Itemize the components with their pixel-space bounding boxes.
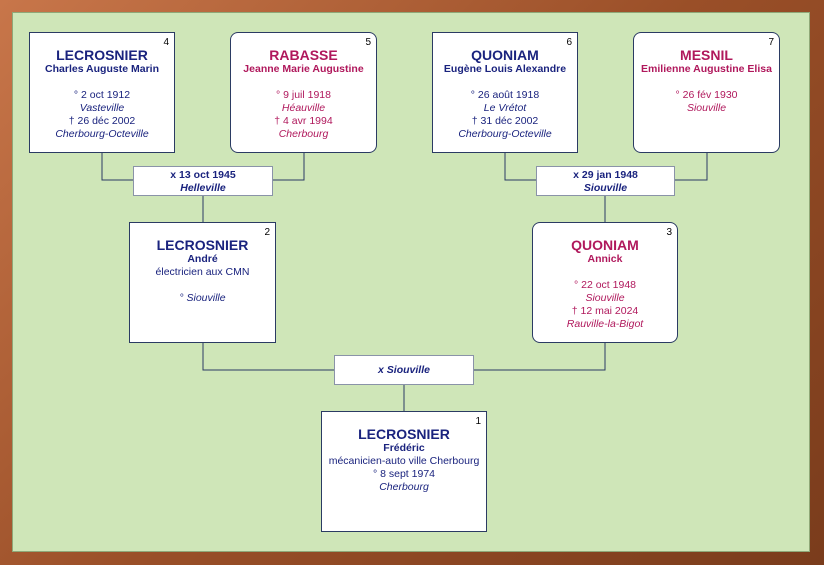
birth-date: ° 26 août 1918 [470, 89, 540, 101]
death-date: † 4 avr 1994 [274, 115, 333, 127]
person-surname: LECROSNIER [358, 426, 450, 442]
death-place: Rauville-la-Bigot [566, 318, 644, 330]
birth-date: ° 22 oct 1948 [574, 279, 636, 291]
person-surname: QUONIAM [571, 237, 639, 253]
occupation: électricien aux CMN [155, 266, 250, 278]
person-given-names: Annick [587, 253, 623, 265]
death-date: † 26 déc 2002 [68, 115, 136, 127]
union-place: Siouville [583, 182, 628, 194]
death-place: Cherbourg-Octeville [458, 128, 552, 140]
birth-place: Héauville [281, 102, 326, 114]
person-card-3[interactable]: 3 QUONIAM Annick ° 22 oct 1948 Siouville… [532, 222, 678, 343]
birth-place: Siouville [686, 102, 727, 114]
person-number: 1 [475, 416, 481, 427]
union-place: Helleville [180, 182, 226, 194]
union-box-6-7[interactable]: x 29 jan 1948 Siouville [536, 166, 675, 196]
person-surname: QUONIAM [471, 47, 539, 63]
person-given-names: André [187, 253, 218, 265]
person-number: 2 [264, 227, 270, 238]
person-surname: LECROSNIER [156, 237, 249, 253]
person-card-6[interactable]: 6 QUONIAM Eugène Louis Alexandre ° 26 ao… [432, 32, 578, 153]
death-date: † 12 mai 2024 [571, 305, 639, 317]
birth-date: ° 26 fév 1930 [675, 89, 738, 101]
birth-place: Vasteville [79, 102, 125, 114]
birth-place: Cherbourg [379, 481, 429, 493]
person-given-names: Charles Auguste Marin [45, 63, 159, 75]
person-given-names: Emilienne Augustine Elisa [641, 63, 772, 75]
person-card-2[interactable]: 2 LECROSNIER André électricien aux CMN °… [129, 222, 276, 343]
union-box-2-3[interactable]: x Siouville [334, 355, 474, 385]
person-number: 7 [768, 37, 774, 48]
union-date: x 13 oct 1945 [170, 169, 236, 181]
birth-date: ° 9 juil 1918 [276, 89, 331, 101]
union-place: x Siouville [378, 364, 430, 376]
death-date: † 31 déc 2002 [471, 115, 539, 127]
person-card-7[interactable]: 7 MESNIL Emilienne Augustine Elisa ° 26 … [633, 32, 780, 153]
person-number: 3 [666, 227, 672, 238]
person-card-1[interactable]: 1 LECROSNIER Frédéric mécanicien-auto vi… [321, 411, 487, 532]
union-date: x 29 jan 1948 [573, 169, 638, 181]
death-place: Cherbourg-Octeville [55, 128, 149, 140]
birth-place: Siouville [585, 292, 625, 304]
person-given-names: Frédéric [383, 442, 425, 454]
death-place: Cherbourg [278, 128, 329, 140]
person-number: 6 [566, 37, 572, 48]
person-number: 5 [365, 37, 371, 48]
person-card-4[interactable]: 4 LECROSNIER Charles Auguste Marin ° 2 o… [29, 32, 175, 153]
person-card-5[interactable]: 5 RABASSE Jeanne Marie Augustine ° 9 jui… [230, 32, 377, 153]
person-given-names: Jeanne Marie Augustine [243, 63, 364, 75]
union-box-4-5[interactable]: x 13 oct 1945 Helleville [133, 166, 273, 196]
person-surname: MESNIL [680, 47, 733, 63]
occupation: mécanicien-auto ville Cherbourg [328, 455, 480, 467]
birth-date: ° 8 sept 1974 [373, 468, 435, 480]
birth-place: Le Vrétot [483, 102, 527, 114]
person-surname: LECROSNIER [56, 47, 148, 63]
birth-date: ° 2 oct 1912 [73, 89, 131, 101]
person-given-names: Eugène Louis Alexandre [443, 63, 567, 75]
person-surname: RABASSE [269, 47, 338, 63]
birth-date: ° Siouville [179, 292, 226, 304]
person-number: 4 [163, 37, 169, 48]
